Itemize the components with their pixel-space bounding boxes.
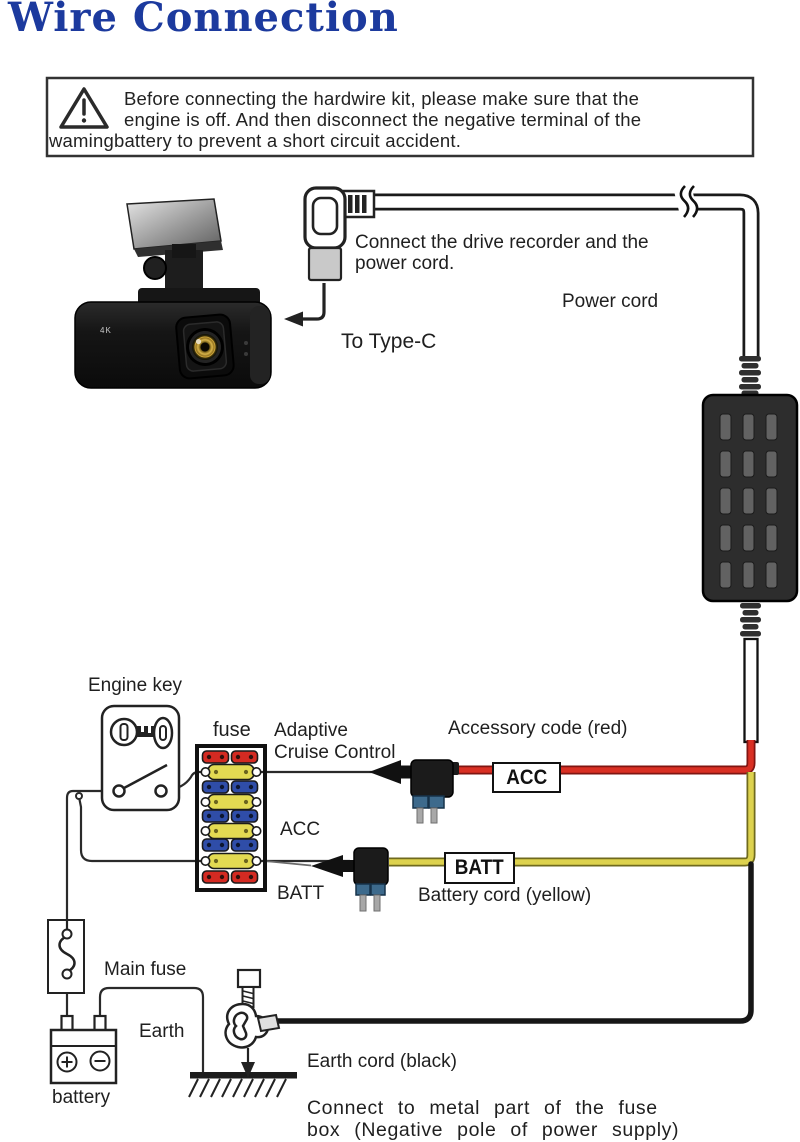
- battery-wire-yellow: [389, 772, 756, 867]
- acc-arrow: [369, 760, 413, 784]
- type-c-plug: [303, 186, 376, 282]
- ignition-switch: [112, 763, 168, 798]
- adaptive-cruise-line2: Cruise Control: [274, 742, 396, 763]
- batt-tap-connector: [353, 847, 389, 912]
- bolt-icon: [236, 968, 262, 1008]
- ring-terminal: [224, 1002, 281, 1049]
- accessory-cord-label: Accessory code (red): [448, 718, 628, 739]
- connector-note-line1: Connect the drive recorder and the: [355, 232, 649, 253]
- fuse-blue-pair: [201, 780, 259, 794]
- acc-wire-tag: ACC: [492, 762, 561, 793]
- warning-text-line3: wamingbattery to prevent a short circuit…: [49, 130, 462, 151]
- battery-label: battery: [52, 1087, 111, 1108]
- fuse-red-pair: [201, 870, 259, 884]
- engine-key-label: Engine key: [88, 675, 183, 696]
- wire-junction: [75, 792, 83, 800]
- fuse-yellow: [200, 793, 262, 811]
- earth-arrow: [241, 1048, 255, 1078]
- to-type-c-label: To Type-C: [341, 330, 437, 353]
- to-type-c-arrow: [284, 283, 326, 327]
- keyhole-icon: [152, 716, 174, 750]
- power-cord-label: Power cord: [562, 291, 659, 312]
- batt-row-label: BATT: [277, 883, 325, 904]
- converter-vents: [719, 413, 778, 589]
- accessory-wire-red: [455, 740, 756, 775]
- camera-4k-badge: 4K: [100, 326, 112, 335]
- connector-note-line2: power cord.: [355, 253, 455, 274]
- strain-relief-bottom: [740, 603, 761, 637]
- power-cord: [373, 184, 760, 357]
- fuse-box: [195, 744, 267, 892]
- fuse-blue-pair: [201, 838, 259, 852]
- fuse-yellow: [200, 763, 262, 781]
- batt-wire-tag: BATT: [444, 852, 515, 884]
- output-wire: [743, 637, 759, 744]
- earth-label: Earth: [139, 1021, 185, 1042]
- cord-break-icon: [673, 184, 699, 220]
- engine-key-box: [100, 704, 181, 812]
- dashcam-image: [74, 198, 272, 389]
- battery-cord-label: Battery cord (yellow): [418, 885, 592, 906]
- ground-symbol: [188, 1072, 297, 1098]
- earth-note-line2: box (Negative pole of power supply): [307, 1119, 680, 1141]
- acc-row-label: ACC: [280, 819, 321, 840]
- earth-cord-label: Earth cord (black): [307, 1051, 457, 1072]
- main-fuse-label: Main fuse: [104, 959, 187, 980]
- battery-symbol: [49, 1014, 118, 1085]
- camera-lens: [175, 313, 235, 380]
- warning-text-line2: engine is off. And then disconnect the n…: [124, 109, 642, 130]
- warning-triangle-icon: [59, 87, 109, 129]
- strain-relief-top: [739, 356, 761, 396]
- fuse-blue-pair: [201, 809, 259, 823]
- warning-text-line1: Before connecting the hardwire kit, plea…: [124, 88, 640, 109]
- key-icon: [109, 717, 155, 747]
- earth-note-line1: Connect to metal part of the fuse: [307, 1097, 658, 1119]
- fuse-red-pair: [201, 750, 259, 764]
- batt-arrow: [311, 855, 356, 877]
- fuse-yellow: [200, 852, 262, 870]
- earth-wire-black: [274, 861, 754, 1024]
- fuse-yellow: [200, 822, 262, 840]
- acc-tap-connector: [410, 759, 459, 824]
- adaptive-cruise-line1: Adaptive: [274, 720, 348, 741]
- hardwire-converter-box: [701, 393, 799, 603]
- warning-box: [45, 76, 755, 158]
- main-fuse-symbol: [47, 919, 85, 994]
- warning-caption: waming: [49, 130, 114, 151]
- fuse-label: fuse: [213, 719, 251, 741]
- page-title: Wire Connection: [8, 0, 399, 41]
